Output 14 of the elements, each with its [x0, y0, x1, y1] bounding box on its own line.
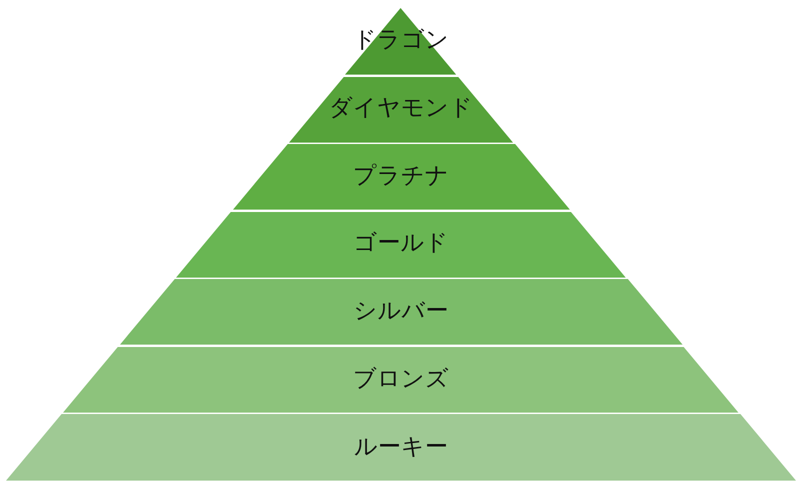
pyramid-tier — [345, 8, 457, 75]
pyramid-tier — [176, 212, 626, 278]
tier-label: ドラゴン — [352, 27, 449, 56]
tier-label: シルバー — [353, 298, 448, 326]
tier-label: ブロンズ — [352, 366, 449, 394]
pyramid-tier — [288, 76, 513, 142]
pyramid-tier — [63, 346, 739, 412]
tier-label: ダイヤモンド — [328, 96, 473, 124]
pyramid-tier — [6, 414, 796, 481]
tier-label: プラチナ — [352, 163, 449, 191]
tier-label: ゴールド — [353, 230, 448, 258]
pyramid-tier — [232, 144, 570, 210]
tier-label: ルーキー — [354, 434, 448, 462]
pyramid-tier — [120, 279, 682, 345]
